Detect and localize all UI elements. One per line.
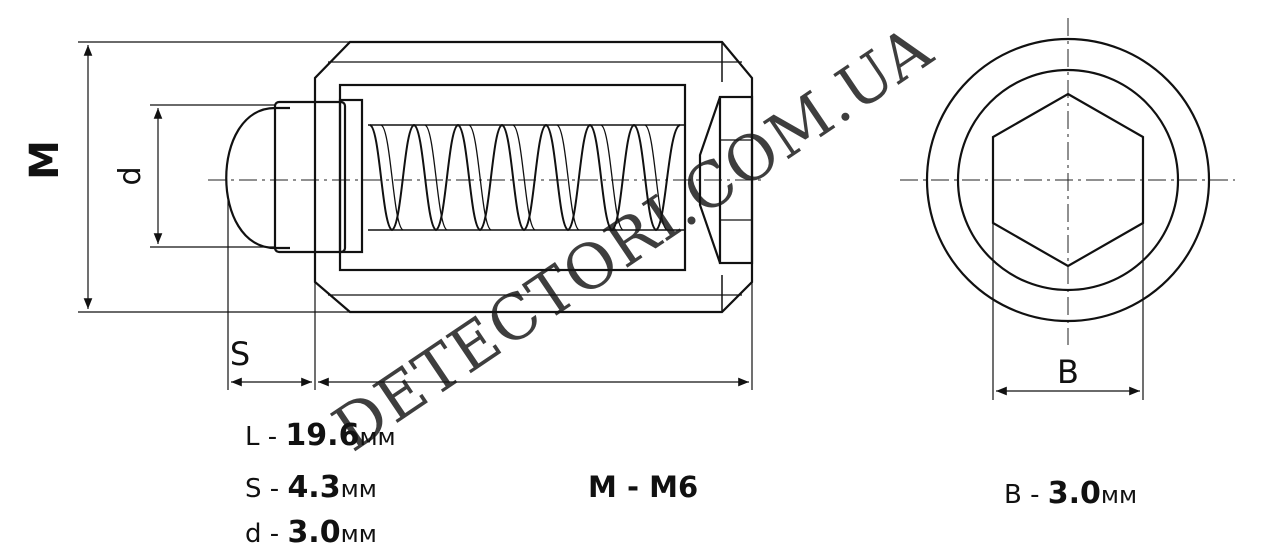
spec-b-key: B [1004,480,1022,510]
spec-m-key: M [588,470,617,504]
spec-l: L - 19.6мм [245,418,396,453]
spec-b: B - 3.0мм [1004,476,1138,511]
spec-l-value: 19.6 [285,418,360,453]
end-view [925,37,1211,323]
spec-m-value: M6 [649,470,699,504]
ball [225,100,347,254]
spec-b-unit: мм [1100,481,1138,509]
spring [368,123,686,232]
spec-s-value: 4.3 [287,470,341,505]
spec-d-key: d [245,519,262,549]
spec-d-unit: мм [340,520,377,548]
spec-b-value: 3.0 [1047,476,1101,511]
dimension-label-d: d [113,166,148,185]
spec-d: d - 3.0мм [245,515,377,550]
spec-m: M - M6 [588,470,699,504]
dimension-label-s: S [230,335,250,373]
spec-l-unit: мм [359,423,396,451]
spec-s-key: S [245,474,262,504]
dimension-label-b: B [1057,353,1079,391]
spec-s-unit: мм [340,475,377,503]
dimension-label-m: M [22,140,68,180]
dimensions [78,41,1144,400]
spec-s: S - 4.3мм [245,470,377,505]
plunger-body [313,40,754,314]
spec-l-key: L [245,422,260,452]
spec-d-value: 3.0 [287,515,341,550]
